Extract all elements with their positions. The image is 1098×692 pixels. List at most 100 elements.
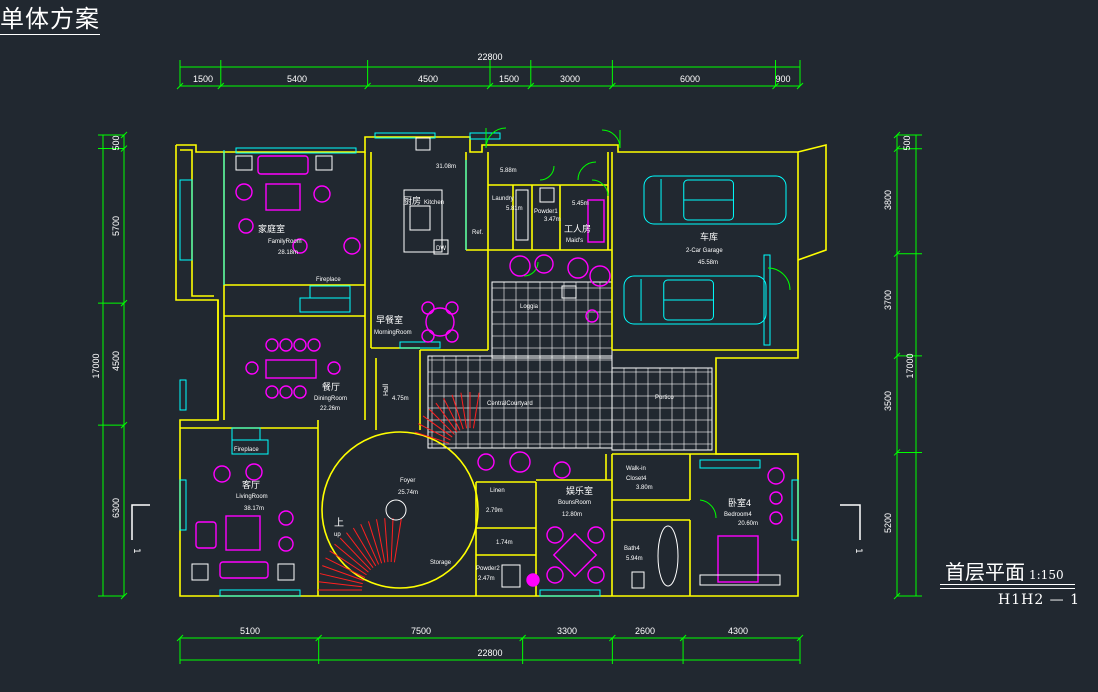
dimension-tick: [893, 145, 901, 153]
bonus-room-area: 12.80m: [562, 512, 582, 518]
dim-bottom-4: 2600: [635, 626, 655, 636]
powder1-label: Powder1: [534, 209, 558, 215]
dim-top-4: 1500: [499, 74, 519, 84]
dimension-text: 22800 1500 5400 4500 1500 3000 6000 900 …: [91, 52, 915, 658]
stair-tread: [334, 543, 369, 573]
dimension-tick: [120, 592, 128, 600]
kitchen-en: Kitchen: [424, 200, 444, 206]
stair-tread: [322, 565, 364, 581]
dimension-tick: [519, 634, 526, 642]
dim-bottom-1: 5100: [240, 626, 260, 636]
garage-en: 2-Car Garage: [686, 248, 723, 254]
car-outline: [643, 175, 787, 225]
title-underline: [940, 584, 1075, 585]
stair-tread: [329, 550, 367, 576]
maid-en: Maid's: [566, 238, 583, 244]
dim-right-2: 3800: [883, 190, 893, 210]
dim-left-4: 6300: [111, 498, 121, 518]
dining-room-en: DiningRoom: [314, 396, 347, 402]
dimension-tick: [120, 421, 128, 429]
title-underline-2: [940, 588, 1075, 589]
dim-left-1: 500: [111, 135, 121, 150]
stair-tread: [384, 518, 389, 563]
plan-title-text: 首层平面: [945, 560, 1025, 584]
stair-tread: [443, 398, 461, 431]
stair-tread: [376, 519, 386, 563]
stair-tread: [346, 532, 374, 568]
dimension-tick: [893, 449, 901, 456]
stair-tread: [472, 392, 480, 429]
courtyard-label: CentralCourtyard: [487, 401, 533, 407]
spiral-stair: [318, 392, 480, 591]
powder1-area: 3.47m: [544, 217, 561, 223]
dimension-tick: [527, 82, 535, 90]
hall-label: Hall: [383, 383, 390, 396]
stair-tread: [390, 518, 394, 563]
stair-cn: 上: [334, 517, 344, 529]
foyer-area: 25.74m: [398, 490, 418, 496]
kitchen-cn: 厨房: [403, 195, 421, 206]
walkin-label: Walk-in: [626, 466, 646, 472]
dimension-tick: [609, 634, 616, 642]
car-outline: [623, 275, 767, 325]
furniture: [195, 155, 785, 587]
dimension-tick: [315, 634, 323, 642]
family-room-en: FamilyRoom: [268, 239, 302, 245]
stair-tread: [414, 431, 450, 444]
passage-area: 5.88m: [500, 168, 517, 174]
sheet-title: 单体方案: [0, 5, 100, 35]
dim-right-1: 500: [902, 135, 912, 150]
kitchen-area: 31.08m: [436, 164, 456, 170]
dim-top-2: 5400: [287, 74, 307, 84]
fixtures: [191, 137, 781, 589]
windows: [179, 132, 799, 597]
dim-bottom-2: 7500: [411, 626, 431, 636]
stair-tread: [428, 408, 455, 435]
fireplace-1: Fireplace: [316, 277, 341, 283]
laundry-label: Laundry: [492, 196, 514, 202]
family-room-area: 28.18m: [278, 250, 298, 256]
bonus-room-cn: 娱乐室: [566, 485, 593, 496]
dim-top-6: 6000: [680, 74, 700, 84]
foyer-label: Foyer: [400, 478, 415, 484]
bedroom-en: Bedroom4: [724, 512, 752, 518]
dimension-tick: [893, 131, 901, 139]
dimension-tick: [609, 82, 616, 90]
plan-scale: 1:150: [1029, 568, 1064, 582]
dim-right-3: 3700: [883, 290, 893, 310]
dimension-tick: [893, 592, 901, 600]
dim-bottom-5: 4300: [728, 626, 748, 636]
stair-tread: [318, 581, 363, 588]
living-room-area: 38.17m: [244, 506, 264, 512]
dimension-tick: [796, 82, 804, 90]
dim-top-5: 3000: [560, 74, 580, 84]
bonus-room-en: BounsRoom: [558, 500, 591, 506]
dim-right-total: 17000: [905, 353, 915, 378]
section-marker-left: 1: [131, 548, 141, 554]
room-labels: 家庭室 FamilyRoom 28.18m Fireplace 31.08m 厨…: [234, 164, 758, 582]
walkin-label-2: Closet4: [626, 476, 647, 482]
stair-tread: [339, 537, 371, 571]
dimension-tick: [120, 299, 128, 307]
morning-room-cn: 早餐室: [376, 314, 403, 325]
fireplace-2: Fireplace: [234, 447, 259, 453]
dimension-tick: [176, 82, 184, 90]
dimension-tick: [893, 250, 901, 258]
dim-left-2: 5700: [111, 216, 121, 236]
maid-area: 5.45m: [572, 201, 589, 207]
stair-tread: [352, 527, 377, 567]
bedroom-area: 20.60m: [738, 521, 758, 527]
dim-top-3: 4500: [418, 74, 438, 84]
dimension-tick: [486, 82, 494, 90]
door-swings: [485, 127, 791, 519]
dim-right-4: 3500: [883, 391, 893, 411]
garage-area: 45.58m: [698, 260, 718, 266]
stair-tread: [325, 557, 366, 578]
stair-tread: [435, 402, 458, 433]
plan-code: H1H2 — 1: [998, 592, 1081, 608]
dimension-lines: [98, 60, 922, 664]
dimension-tick: [120, 145, 128, 152]
storage-label: Storage: [430, 560, 452, 566]
portico-label: Portico: [655, 395, 674, 401]
